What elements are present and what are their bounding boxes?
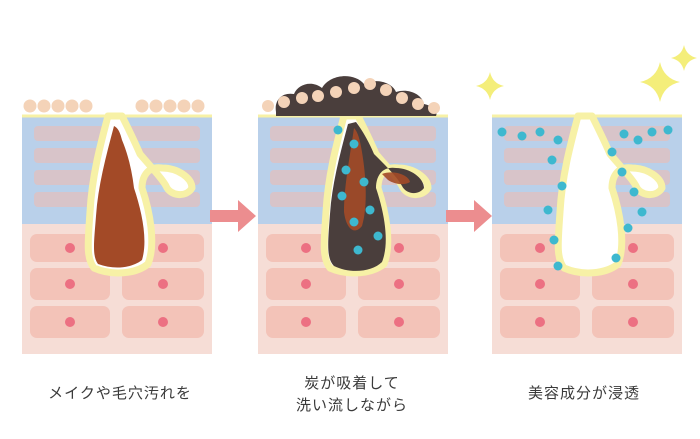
skin-panel-2 [258,76,448,354]
cell-nucleus [628,279,638,289]
cell-nucleus [158,243,168,253]
ingredient-dot [663,125,673,135]
pore [84,112,196,277]
caption-step-3: 美容成分が浸透 [484,382,684,404]
caption-step-1-line-1: メイクや毛穴汚れを [48,384,192,402]
cell-nucleus [535,243,545,253]
ingredient-dot [535,127,545,137]
skin-panel-1 [22,99,212,354]
sebum-dot [412,98,424,110]
makeup-dirt [94,126,145,268]
arrow-shape [210,200,256,232]
sparkle-icon [640,62,680,102]
ingredient-dot [517,131,527,141]
sebum-dot [348,82,360,94]
ingredient-dot [637,207,647,217]
loosened-dirt [344,128,366,231]
sebum-dot [163,99,177,113]
arrow-shape [446,200,492,232]
ingredient-dot [353,245,363,255]
sebum-dot [364,78,376,90]
cell-nucleus [301,317,311,327]
sebum-dot [262,100,274,112]
sebum-dot [191,99,205,113]
sebum-dot [380,84,392,96]
ingredient-dot [633,135,643,145]
ingredient-dot [349,139,359,149]
caption-step-1: メイクや毛穴汚れを [20,382,220,404]
process-arrow [446,200,492,232]
cell-nucleus [535,317,545,327]
sebum-dot [51,99,65,113]
ingredient-dot [647,127,657,137]
cell-nucleus [65,279,75,289]
ingredient-dot [549,235,559,245]
sebum-dot [330,86,342,98]
sebum-dot [149,99,163,113]
pore [320,112,432,277]
ingredient-dot [497,127,507,137]
sebum-dot [428,102,440,114]
sebum-dot [65,99,79,113]
ingredient-dot [543,205,553,215]
ingredient-dot [547,155,557,165]
skin-panel-3 [492,112,682,354]
ingredient-dot [629,187,639,197]
sebum-dot [396,92,408,104]
ingredient-dot [623,223,633,233]
ingredient-dot [553,135,563,145]
sparkle-icon [671,45,697,71]
ingredient-dot [611,253,621,263]
caption-step-3-line-1: 美容成分が浸透 [527,384,640,402]
cell-nucleus [65,317,75,327]
ingredient-dot [333,125,343,135]
ingredient-dot [553,261,563,271]
cell-nucleus [535,279,545,289]
sebum-dot [79,99,93,113]
sebum-dot [23,99,37,113]
cell-nucleus [301,243,311,253]
cell-nucleus [158,279,168,289]
cell-nucleus [628,317,638,327]
loosened-dirt [382,172,410,185]
charcoal-foam [275,76,437,116]
cell-nucleus [628,243,638,253]
sebum-dot [177,99,191,113]
ingredient-dot [365,205,375,215]
cell-nucleus [65,243,75,253]
ingredient-dot [359,177,369,187]
caption-step-2: 炭が吸着して 洗い流しながら [252,372,452,416]
ingredient-dot [337,191,347,201]
cell-nucleus [301,279,311,289]
ingredient-dot [619,129,629,139]
caption-step-2-line-1: 炭が吸着して [304,374,400,392]
cell-nucleus [158,317,168,327]
ingredient-dot [607,147,617,157]
ingredient-dot [349,217,359,227]
ingredient-dot [617,167,627,177]
ingredient-dot [341,165,351,175]
caption-step-2-line-2: 洗い流しながら [295,396,408,414]
sebum-dot [312,90,324,102]
cell-nucleus [394,243,404,253]
cell-nucleus [394,279,404,289]
sebum-dot [37,99,51,113]
sebum-dot [278,96,290,108]
sebum-dot [135,99,149,113]
sebum-dot [296,92,308,104]
ingredient-dot [373,231,383,241]
process-arrow [210,200,256,232]
ingredient-dot [557,181,567,191]
cell-nucleus [394,317,404,327]
sparkle-icon [476,72,504,100]
